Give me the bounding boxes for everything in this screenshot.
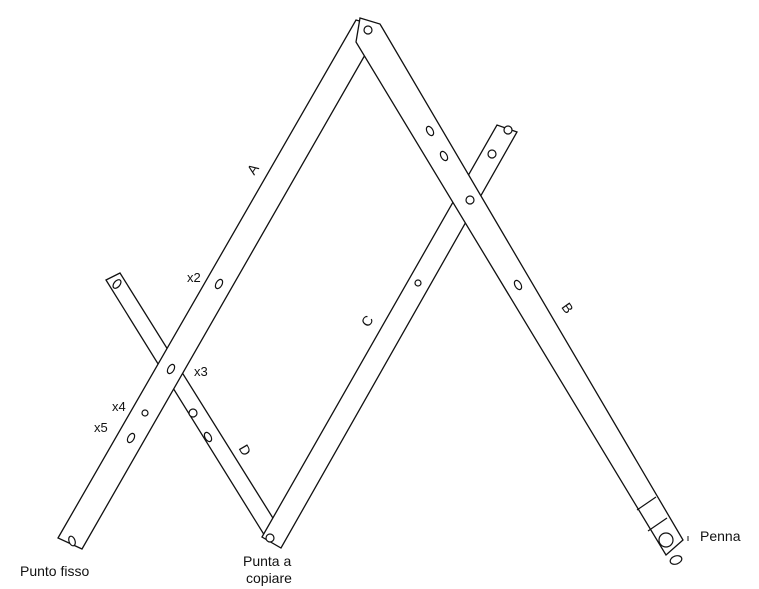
pen-hole <box>658 532 674 548</box>
scale-mark-x4: x4 <box>112 399 126 414</box>
bar-c <box>261 124 518 549</box>
bar-a-end-hole <box>68 535 76 547</box>
bar-b-hole <box>513 279 523 291</box>
bar-a-hole <box>166 363 176 375</box>
pen-holder <box>636 496 689 565</box>
bc-joint-pivot <box>465 195 475 205</box>
bar-b-hole <box>425 125 435 137</box>
bar-d-hole <box>188 408 198 418</box>
bar-a <box>57 19 382 550</box>
bar-a-hole <box>126 432 136 444</box>
bar-a-hole <box>214 278 224 290</box>
bar-c-end-hole <box>503 125 513 135</box>
bar-b-hole <box>439 150 449 162</box>
fixed-point-label: Punto fisso <box>20 563 90 579</box>
tracer-point-label-line2: copiare <box>246 570 292 586</box>
pen-tip <box>669 555 683 565</box>
tracer-pivot <box>265 533 275 543</box>
bar-c-hole <box>414 279 422 287</box>
scale-mark-x3: x3 <box>194 364 208 379</box>
pen-label: Penna <box>700 528 741 544</box>
bar-a-hole <box>141 409 149 417</box>
tracer-point-label-line1: Punta a <box>243 553 292 569</box>
bar-d-end-hole <box>112 279 122 289</box>
bar-b <box>355 17 689 565</box>
top-hinge-pivot <box>363 25 373 35</box>
scale-mark-x5: x5 <box>94 420 108 435</box>
bar-d-hole <box>203 431 213 443</box>
bar-c-hole <box>487 149 497 159</box>
scale-mark-x2: x2 <box>187 270 201 285</box>
